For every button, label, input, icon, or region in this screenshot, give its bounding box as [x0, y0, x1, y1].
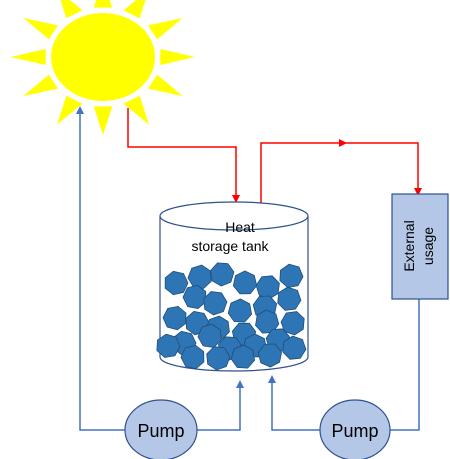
- sun-ray: [123, 0, 146, 19]
- sun-ray: [123, 95, 149, 125]
- pipe-sun-to-tank: [127, 108, 240, 203]
- pump-icon: [319, 399, 391, 459]
- hot-pipes: [127, 108, 422, 205]
- storage-pellet: [182, 284, 207, 310]
- storage-pellet: [257, 343, 283, 368]
- sun-ray: [93, 0, 113, 8]
- sun-ray: [23, 74, 59, 96]
- sun-ray: [57, 95, 83, 125]
- sun-ray: [147, 18, 183, 40]
- pipe-junction-to-external: [345, 142, 422, 196]
- storage-pellet: [255, 309, 280, 334]
- external-label-line2: usage: [420, 227, 436, 265]
- pipe-pump-to-tank: [196, 380, 244, 431]
- storage-pellet: [210, 262, 235, 287]
- external-usage-box: External usage: [391, 193, 449, 300]
- storage-pellet: [203, 291, 228, 316]
- storage-pellet: [279, 263, 304, 288]
- sun-icon: [11, 0, 195, 135]
- pipe-external-to-pump: [389, 299, 420, 431]
- storage-pellet: [197, 323, 222, 348]
- sun-ray: [147, 74, 183, 96]
- pipe-pump-to-sun: [76, 106, 127, 431]
- storage-pellet: [230, 344, 256, 369]
- storage-pellet: [282, 335, 307, 360]
- storage-pellet: [180, 344, 205, 370]
- external-usage-rect: [391, 193, 449, 300]
- storage-pellet: [280, 311, 305, 336]
- pump-right-label: Pump: [331, 421, 378, 441]
- storage-pellets: [156, 262, 307, 371]
- cold-pipes: [76, 106, 420, 431]
- sun-ray: [160, 49, 195, 65]
- pump-left-label: Pump: [137, 421, 184, 441]
- external-label-line1: External: [401, 220, 417, 271]
- storage-pellet: [156, 333, 181, 358]
- storage-pellet: [227, 298, 253, 323]
- storage-tank-icon: Heat storage tank: [156, 201, 309, 372]
- sun-ray: [93, 106, 113, 135]
- pump-icon: [124, 399, 198, 459]
- storage-pellet: [164, 270, 189, 296]
- storage-pellet: [255, 275, 280, 300]
- tank-label-line2: storage tank: [191, 238, 269, 254]
- tank-label-line1: Heat: [225, 219, 255, 235]
- storage-pellet: [162, 305, 187, 331]
- pipe-pump-to-tank-right: [268, 375, 321, 431]
- storage-pellet: [277, 286, 302, 311]
- tank-top: [159, 201, 309, 231]
- sun-ray: [23, 18, 59, 40]
- storage-pellet: [206, 346, 231, 371]
- pump-right: Pump: [319, 399, 391, 459]
- sun-ray: [11, 49, 46, 65]
- pipe-tank-to-junction: [260, 139, 347, 205]
- sun-ray: [60, 0, 83, 19]
- storage-pellet: [232, 270, 258, 295]
- pump-left: Pump: [124, 399, 198, 459]
- sun-body: [51, 13, 155, 101]
